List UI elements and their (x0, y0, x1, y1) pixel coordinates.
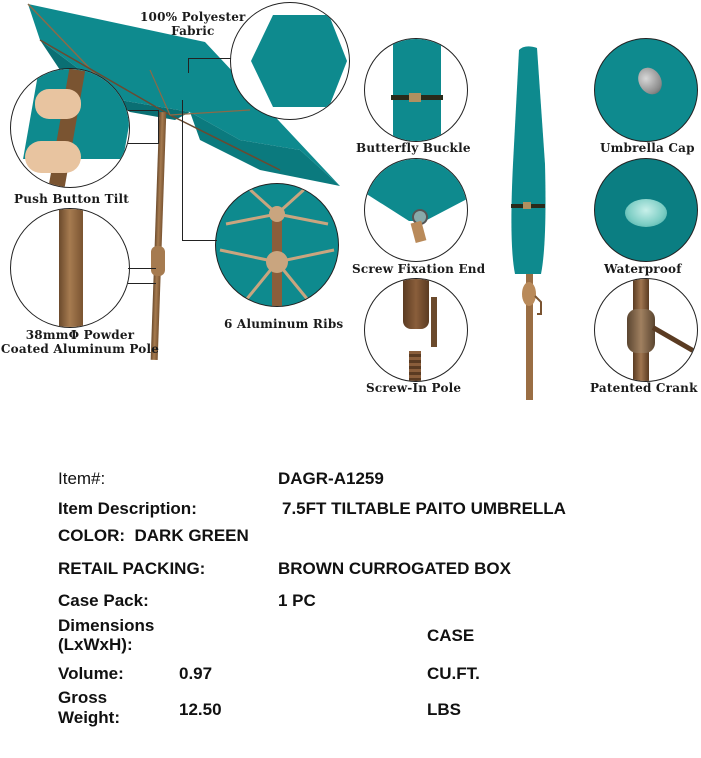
screw-in-pole-caption: Screw-In Pole (366, 381, 462, 395)
item-description-label: Item Description: (58, 499, 197, 518)
butterfly-buckle-caption: Butterfly Buckle (356, 141, 471, 155)
item-number-value: DAGR-A1259 (278, 469, 384, 488)
item-description-value: 7.5FT TILTABLE PAITO UMBRELLA (282, 499, 566, 518)
push-button-tilt-circle (10, 68, 130, 188)
gross-weight-label: Gross Weight: (58, 688, 121, 727)
ribs-caption: 6 Aluminum Ribs (224, 317, 344, 331)
umbrella-cap-caption: Umbrella Cap (600, 141, 695, 155)
dimensions-unit: CASE (427, 626, 475, 645)
dimensions-label: Dimensions (LxWxH): (58, 616, 155, 654)
screw-fixation-end-circle (364, 158, 468, 262)
feature-grid: Butterfly Buckle Screw Fixation End Scre… (350, 0, 701, 400)
patented-crank-caption: Patented Crank (590, 381, 698, 395)
volume-unit: CU.FT. (427, 664, 480, 683)
closed-umbrella-illustration (505, 44, 555, 400)
tilt-connector (128, 110, 159, 144)
gross-weight-value: 12.50 (179, 700, 222, 719)
fabric-detail-circle (230, 2, 350, 120)
aluminum-pole-circle (10, 208, 130, 328)
ribs-connector (182, 100, 217, 241)
screw-in-pole-circle (364, 278, 468, 382)
umbrella-canopy-illustration (27, 3, 340, 186)
patented-crank-circle (594, 278, 698, 382)
push-button-tilt-caption: Push Button Tilt (14, 192, 130, 206)
waterproof-circle (594, 158, 698, 262)
case-pack-label: Case Pack: (58, 591, 149, 610)
case-pack-value: 1 PC (278, 591, 316, 610)
pole-connector (128, 268, 156, 284)
screw-fixation-end-caption: Screw Fixation End (352, 262, 486, 276)
volume-value: 0.97 (179, 664, 213, 683)
fabric-caption: 100% Polyester Fabric (140, 10, 246, 38)
umbrella-cap-circle (594, 38, 698, 142)
item-number-label: Item#: (58, 469, 106, 488)
retail-packing-label: RETAIL PACKING: (58, 559, 206, 578)
color-row: COLOR: DARK GREEN (58, 526, 249, 546)
waterproof-caption: Waterproof (604, 262, 682, 276)
spec-sheet: Item#: DAGR-A1259 Item Description: 7.5F… (0, 460, 701, 758)
volume-label: Volume: (58, 664, 124, 683)
umbrella-feature-diagram: 100% Polyester Fabric Push Button Tilt 3… (0, 0, 350, 361)
aluminum-ribs-circle (215, 183, 339, 307)
fabric-connector (188, 58, 231, 73)
butterfly-buckle-circle (364, 38, 468, 142)
pole-caption: 38mmΦ Powder Coated Aluminum Pole (0, 328, 160, 356)
gross-weight-unit: LBS (427, 700, 461, 719)
retail-packing-value: BROWN CURROGATED BOX (278, 559, 511, 578)
color-value: DARK GREEN (134, 526, 249, 545)
color-label: COLOR: (58, 526, 126, 545)
